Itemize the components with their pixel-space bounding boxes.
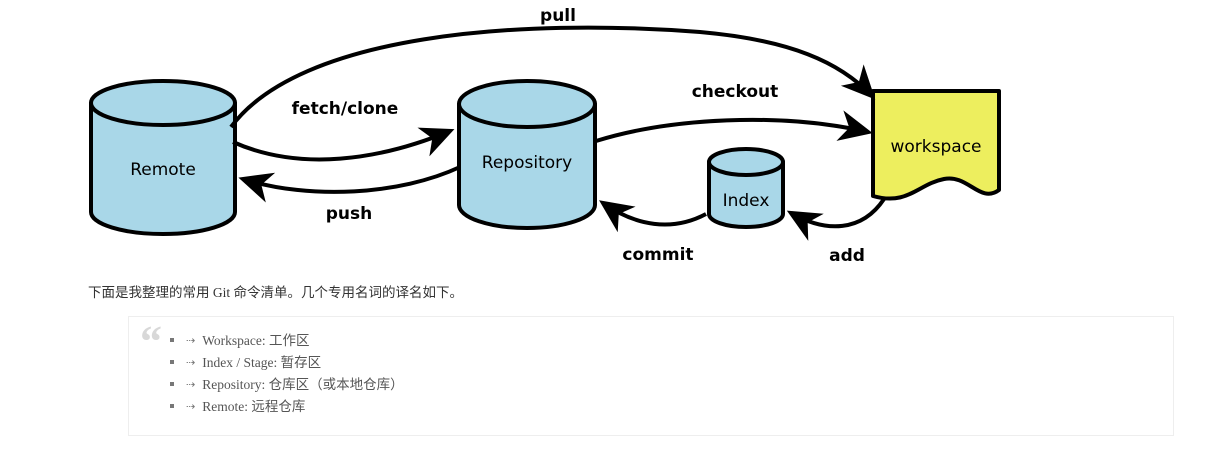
node-repository-label: Repository: [482, 153, 572, 173]
edge-commit-label: commit: [622, 245, 693, 265]
square-bullet-icon: [170, 360, 174, 364]
glossary-item-text: Index / Stage: 暂存区: [202, 355, 322, 370]
arrow-bullet-icon: ⇢: [186, 357, 196, 369]
edge-add-label: add: [829, 246, 865, 266]
edge-fetch-clone: fetch/clone: [232, 99, 455, 162]
node-repository: Repository: [457, 79, 597, 230]
edge-push-label: push: [326, 204, 373, 224]
edge-pull: pull: [229, 6, 876, 129]
list-item: ⇢ Remote: 远程仓库: [170, 396, 404, 418]
square-bullet-icon: [170, 404, 174, 408]
square-bullet-icon: [170, 338, 174, 342]
edge-checkout-label: checkout: [692, 82, 779, 102]
node-index-label: Index: [723, 191, 770, 211]
node-index: Index: [707, 147, 785, 229]
square-bullet-icon: [170, 382, 174, 386]
node-workspace: workspace: [871, 89, 1001, 201]
edge-commit: commit: [599, 200, 707, 265]
edge-add: add: [786, 197, 886, 266]
intro-paragraph: 下面是我整理的常用 Git 命令清单。几个专用名词的译名如下。: [88, 285, 463, 300]
node-workspace-label: workspace: [890, 137, 981, 157]
glossary-item-text: Repository: 仓库区（或本地仓库）: [202, 377, 404, 392]
list-item: ⇢ Repository: 仓库区（或本地仓库）: [170, 374, 404, 396]
edge-fetch-clone-label: fetch/clone: [292, 99, 399, 119]
blockquote-container: [128, 316, 1174, 436]
list-item: ⇢ Index / Stage: 暂存区: [170, 352, 404, 374]
quote-mark-icon: “: [140, 317, 162, 366]
glossary-list: ⇢ Workspace: 工作区 ⇢ Index / Stage: 暂存区 ⇢ …: [170, 330, 404, 418]
list-item: ⇢ Workspace: 工作区: [170, 330, 404, 352]
git-workflow-diagram: Remote Repository Index workspace: [89, 6, 1001, 266]
edge-checkout: checkout: [595, 82, 873, 143]
node-remote-label: Remote: [130, 160, 196, 180]
arrow-bullet-icon: ⇢: [186, 401, 196, 413]
glossary-item-text: Workspace: 工作区: [202, 333, 310, 348]
arrow-bullet-icon: ⇢: [186, 335, 196, 347]
edge-push: push: [238, 165, 461, 224]
arrow-bullet-icon: ⇢: [186, 379, 196, 391]
edge-pull-label: pull: [540, 6, 576, 26]
node-remote: Remote: [89, 79, 237, 236]
glossary-item-text: Remote: 远程仓库: [202, 399, 306, 414]
